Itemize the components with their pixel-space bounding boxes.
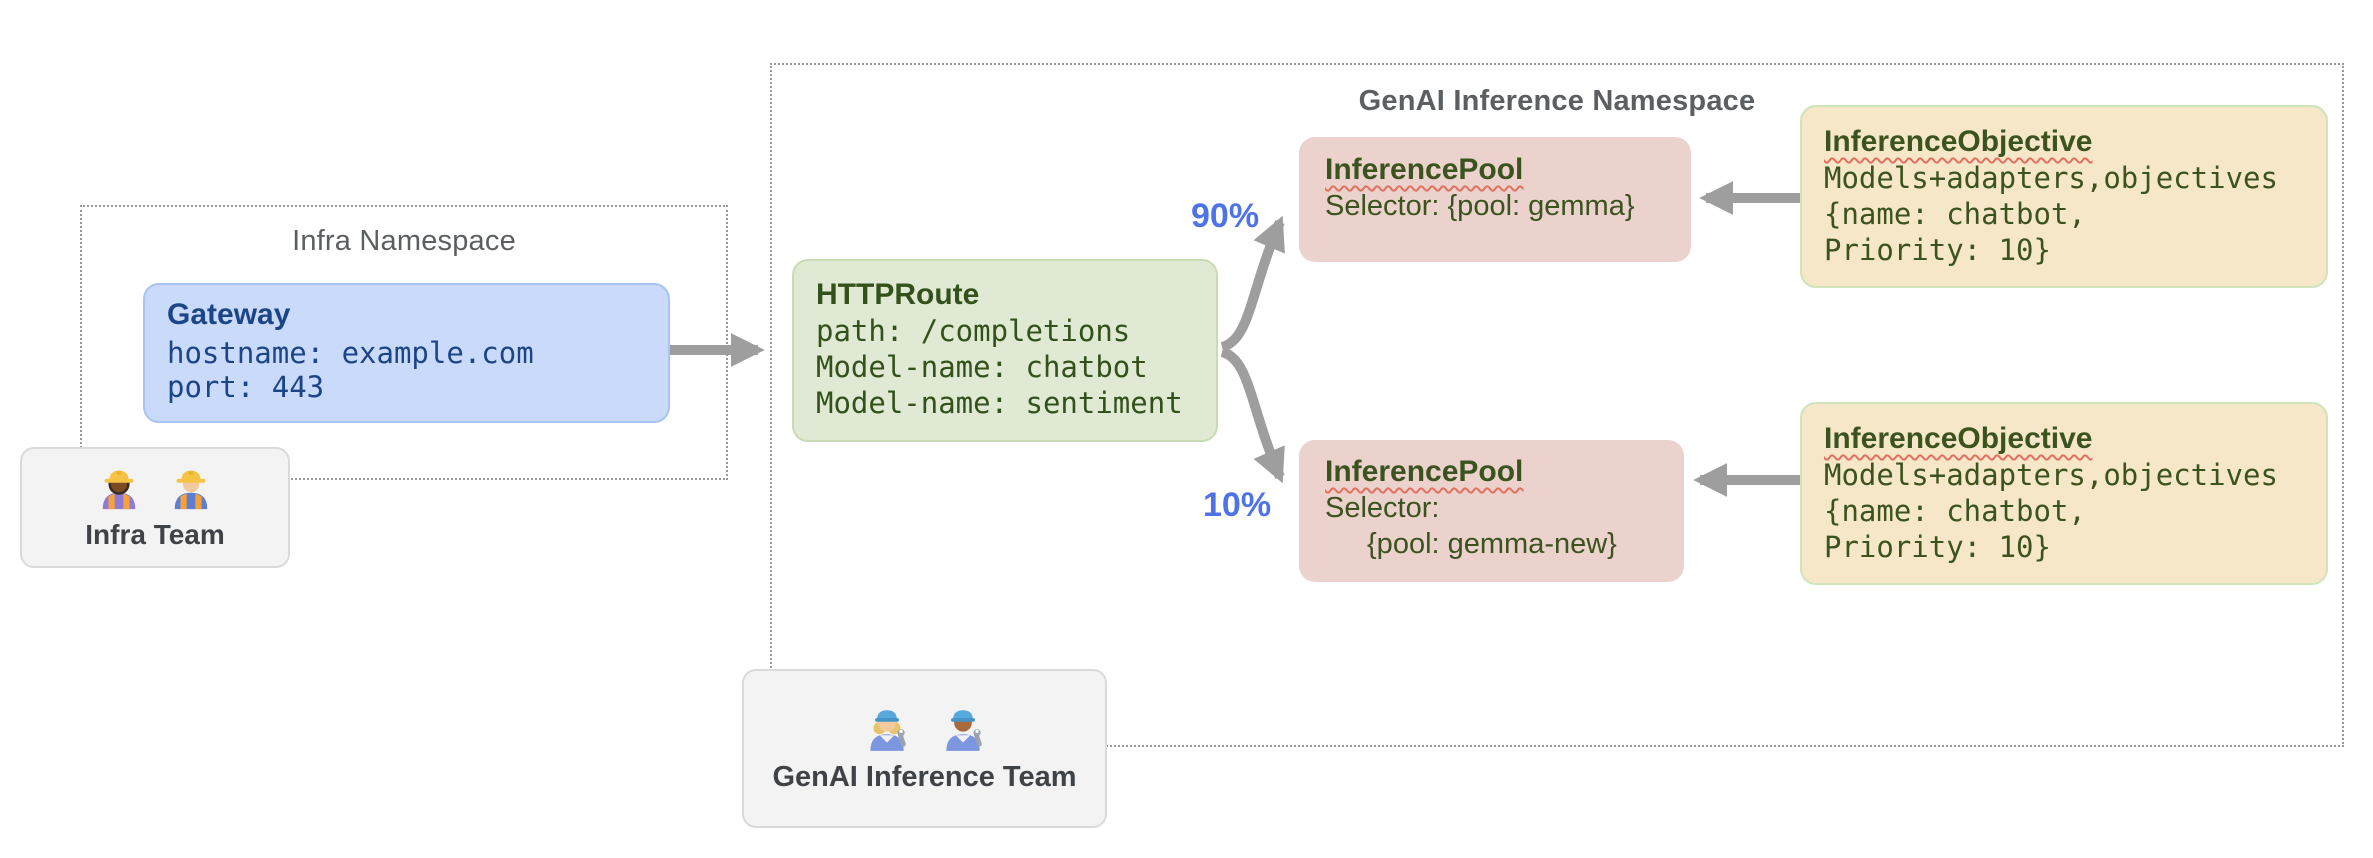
gateway-port: port: 443: [167, 370, 325, 404]
inference-pool-top-title-text: InferencePool: [1325, 153, 1524, 186]
genai-team-icons: [862, 703, 988, 753]
inference-objective-top-line-1: Models+adapters,objectives: [1824, 161, 2278, 195]
inference-objective-top-node: InferenceObjective Models+adapters,objec…: [1800, 105, 2328, 288]
httproute-model-2: Model-name: sentiment: [816, 386, 1183, 420]
man-construction-worker-icon: [174, 470, 208, 509]
genai-namespace-box: GenAI Inference Namespace: [770, 63, 2344, 747]
inference-objective-bottom-title-text: InferenceObjective: [1824, 422, 2093, 455]
traffic-split-10-label: 10%: [1203, 486, 1272, 524]
infra-namespace-box: Infra Namespace: [80, 205, 728, 480]
inference-objective-top-line-2: {name: chatbot,: [1824, 197, 2086, 231]
inference-objective-bottom-line-1: Models+adapters,objectives: [1824, 458, 2278, 492]
inference-objective-bottom-line-2: {name: chatbot,: [1824, 494, 2086, 528]
inference-pool-bottom-title-text: InferencePool: [1325, 455, 1524, 488]
inference-pool-top-selector: Selector: {pool: gemma}: [1325, 190, 1635, 222]
woman-construction-worker-icon: [102, 470, 136, 509]
httproute-model-1: Model-name: chatbot: [816, 350, 1148, 384]
genai-team-box: GenAI Inference Team: [742, 669, 1107, 828]
infra-team-box: Infra Team: [20, 447, 290, 568]
genai-namespace-label: GenAI Inference Namespace: [1358, 85, 1756, 117]
genai-team-label: GenAI Inference Team: [772, 761, 1077, 793]
gateway-hostname: hostname: example.com: [167, 336, 534, 370]
infra-namespace-label: Infra Namespace: [292, 225, 516, 257]
inference-objective-top-line-3: Priority: 10}: [1824, 233, 2051, 267]
inference-objective-top-title-text: InferenceObjective: [1824, 125, 2093, 158]
man-mechanic-icon: [945, 710, 982, 751]
httproute-title: HTTPRoute: [816, 278, 980, 311]
httproute-node: HTTPRoute path: /completions Model-name:…: [792, 259, 1218, 442]
inference-pool-bottom-title: InferencePool: [1325, 454, 1658, 490]
httproute-path: path: /completions: [816, 314, 1131, 348]
inference-pool-top-node: InferencePool Selector: {pool: gemma}: [1299, 137, 1691, 262]
gateway-node: Gateway hostname: example.com port: 443: [143, 283, 670, 423]
inference-objective-bottom-title: InferenceObjective: [1824, 421, 2304, 457]
inference-pool-bottom-selector: Selector:: [1325, 492, 1440, 524]
inference-pool-bottom-selector-value: {pool: gemma-new}: [1367, 528, 1617, 560]
inference-objective-top-title: InferenceObjective: [1824, 124, 2304, 160]
infra-team-icons: [96, 465, 214, 511]
infra-team-label: Infra Team: [85, 518, 225, 550]
inference-objective-bottom-line-3: Priority: 10}: [1824, 530, 2051, 564]
gateway-title: Gateway: [167, 298, 291, 331]
inference-objective-bottom-node: InferenceObjective Models+adapters,objec…: [1800, 402, 2328, 585]
traffic-split-90-label: 90%: [1191, 197, 1260, 235]
woman-mechanic-icon: [869, 710, 906, 751]
inference-pool-bottom-node: InferencePool Selector: {pool: gemma-new…: [1299, 440, 1684, 582]
inference-pool-top-title: InferencePool: [1325, 152, 1665, 188]
